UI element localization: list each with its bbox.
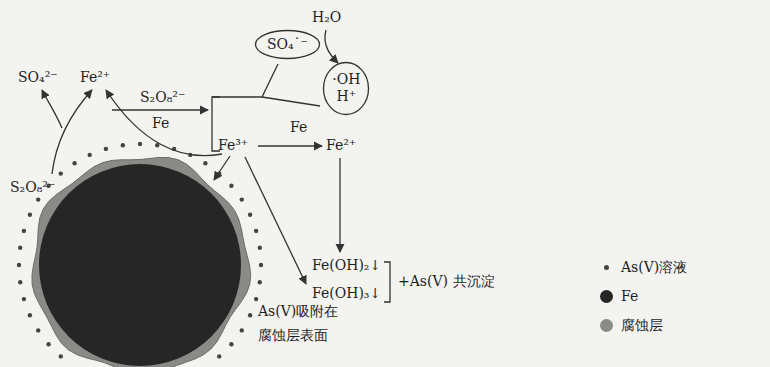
legend-item: As(V)溶液	[600, 258, 687, 276]
arsenic-dot	[254, 229, 258, 233]
bracket	[384, 262, 390, 302]
arrow	[245, 157, 306, 284]
legend-item: 腐蚀层	[600, 316, 663, 334]
arsenic-dot	[229, 342, 233, 346]
arsenic-dot	[229, 184, 233, 188]
arrow	[325, 30, 338, 63]
chem-label: Fe	[152, 114, 169, 132]
arrow	[214, 156, 230, 180]
arsenic-dot	[138, 142, 142, 146]
chem-label: Fe²⁺	[80, 68, 110, 86]
chem-label: S₂O₈²⁻	[10, 178, 55, 196]
arsenic-dot	[36, 328, 40, 332]
chem-label: 腐蚀层表面	[258, 326, 328, 344]
species-text: ·OH	[332, 71, 361, 88]
arrow	[339, 158, 340, 252]
arsenic-dot	[258, 280, 262, 284]
reaction-arrows	[42, 30, 390, 302]
chem-label: Fe(OH)₂↓	[312, 256, 381, 274]
arsenic-dot	[259, 263, 263, 267]
arsenic-dot	[18, 246, 22, 250]
arsenic-dot	[22, 297, 26, 301]
arsenic-dot	[240, 197, 244, 201]
arsenic-dot	[248, 313, 252, 317]
legend-text: As(V)溶液	[621, 258, 687, 276]
chem-label: +As(V) 共沉淀	[398, 272, 495, 290]
legend-dot	[604, 265, 609, 270]
arsenic-dot	[22, 229, 26, 233]
chem-label: H₂O	[312, 8, 341, 26]
arsenic-dot	[217, 354, 221, 358]
arsenic-dot	[254, 297, 258, 301]
arsenic-dot	[258, 246, 262, 250]
chem-label: As(V)吸附在	[258, 302, 338, 320]
legend-text: 腐蚀层	[621, 316, 663, 334]
chem-label: Fe(OH)₃↓	[312, 284, 381, 302]
arsenic-dot	[203, 161, 207, 165]
arsenic-dot	[28, 313, 32, 317]
arsenic-dot	[248, 213, 252, 217]
arsenic-dot	[104, 147, 108, 151]
arsenic-dot	[59, 171, 63, 175]
chem-label: S₂O₈²⁻	[140, 88, 185, 106]
legend-item: Fe	[600, 287, 638, 305]
line	[212, 64, 278, 97]
arsenic-dot	[59, 354, 63, 358]
arsenic-dot	[18, 280, 22, 284]
species-ellipse: SO₄˙⁻	[254, 29, 321, 60]
line	[262, 97, 320, 106]
legend-swatch	[600, 290, 613, 303]
arsenic-dot	[240, 328, 244, 332]
arsenic-dots	[17, 142, 263, 359]
corrosion-layer	[32, 158, 251, 367]
arrow	[112, 109, 208, 110]
iron-particle	[17, 142, 263, 367]
chem-label: Fe²⁺	[326, 136, 356, 154]
arsenic-dot	[36, 197, 40, 201]
arsenic-dot	[72, 161, 76, 165]
legend-text: Fe	[621, 287, 638, 305]
arsenic-dot	[88, 153, 92, 157]
iron-core	[39, 164, 241, 366]
species-text: SO₄˙⁻	[266, 36, 308, 53]
arrow	[52, 90, 92, 174]
species-ellipse: ·OHH⁺	[322, 61, 370, 116]
chem-label: SO₄²⁻	[18, 68, 58, 86]
chem-label: Fe	[290, 118, 307, 136]
chem-label: Fe³⁺	[218, 136, 248, 154]
arrow	[42, 90, 62, 128]
legend-swatch	[600, 319, 613, 332]
arsenic-dot	[28, 213, 32, 217]
species-text: H⁺	[332, 88, 361, 105]
arsenic-dot	[17, 263, 21, 267]
arrow	[258, 145, 322, 146]
arsenic-dot	[121, 143, 125, 147]
arsenic-dot	[46, 342, 50, 346]
